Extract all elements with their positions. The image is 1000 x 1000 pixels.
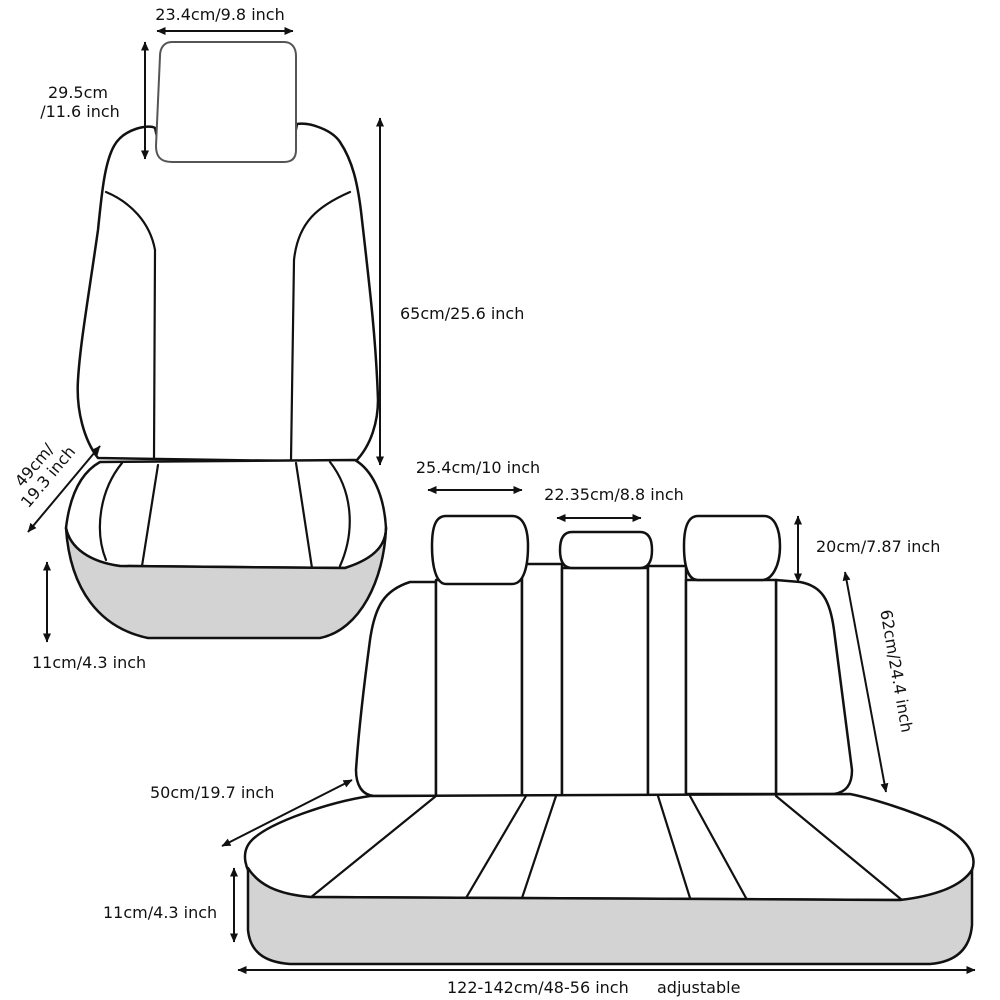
front-headrest-width-label: 23.4cm/9.8 inch [155,5,284,24]
dimension-labels: 23.4cm/9.8 inch 29.5cm /11.6 inch 65cm/2… [11,5,941,997]
front-backrest [76,122,380,464]
rear-adjustable-label: adjustable [657,978,740,997]
front-headrest-height-label-line2: /11.6 inch [40,102,120,121]
front-backrest-seam-right [289,190,352,462]
front-seat [64,41,388,640]
front-seat-depth-arrow [27,445,101,533]
rear-seat-depth-arrow [221,779,353,847]
front-cushion-seam-1 [98,461,124,562]
rear-backrest-height-arrow [842,571,889,793]
rear-backrest-panel-5 [646,564,688,798]
rear-cushion-seam-1 [308,794,438,900]
rear-headrest-center-width-label: 22.35cm/8.8 inch [544,485,684,504]
rear-seat-depth-label: 50cm/19.7 inch [150,783,274,802]
rear-cushion [243,792,975,902]
front-base [64,526,388,640]
rear-headrest-right [682,514,782,582]
rear-headrest-height-label: 20cm/7.87 inch [816,537,940,556]
rear-headrest-side-width-label: 25.4cm/10 inch [416,458,540,477]
rear-seat [243,514,975,966]
rear-total-width-label: 122-142cm/48-56 inch [447,978,629,997]
dimension-arrows [27,27,976,974]
rear-backrest-right [774,578,854,796]
rear-backrest-left [354,580,438,798]
front-cushion-seam-4 [328,460,351,568]
rear-headrest-center [558,530,654,570]
front-seat-depth-label-group: 49cm/ 19.3 inch [11,439,79,511]
rear-backrest-height-label: 62cm/24.4 inch [876,608,916,734]
rear-backrest-panel-6 [684,578,778,796]
front-cushion-seam-3 [294,461,314,570]
rear-headrest-left [430,514,530,586]
front-base-height-label: 11cm/4.3 inch [32,653,146,672]
rear-backrest-panel-2 [434,578,524,798]
rear-base-height-label: 11cm/4.3 inch [103,903,217,922]
rear-cushion-seam-5 [688,794,748,900]
front-cushion-seam-2 [140,463,160,568]
rear-cushion-seam-6 [774,794,904,902]
rear-backrest-panel-4 [560,566,650,798]
front-backrest-height-label: 65cm/25.6 inch [400,304,524,323]
rear-cushion-seam-2 [464,794,528,900]
front-backrest-seam-left [104,190,157,460]
rear-cushion-seam-3 [520,794,558,900]
rear-backrest-panel-3 [520,562,564,798]
rear-base [246,866,974,966]
rear-cushion-seam-4 [656,794,692,900]
front-headrest-height-label-line1: 29.5cm [48,83,108,102]
front-headrest [154,41,297,163]
